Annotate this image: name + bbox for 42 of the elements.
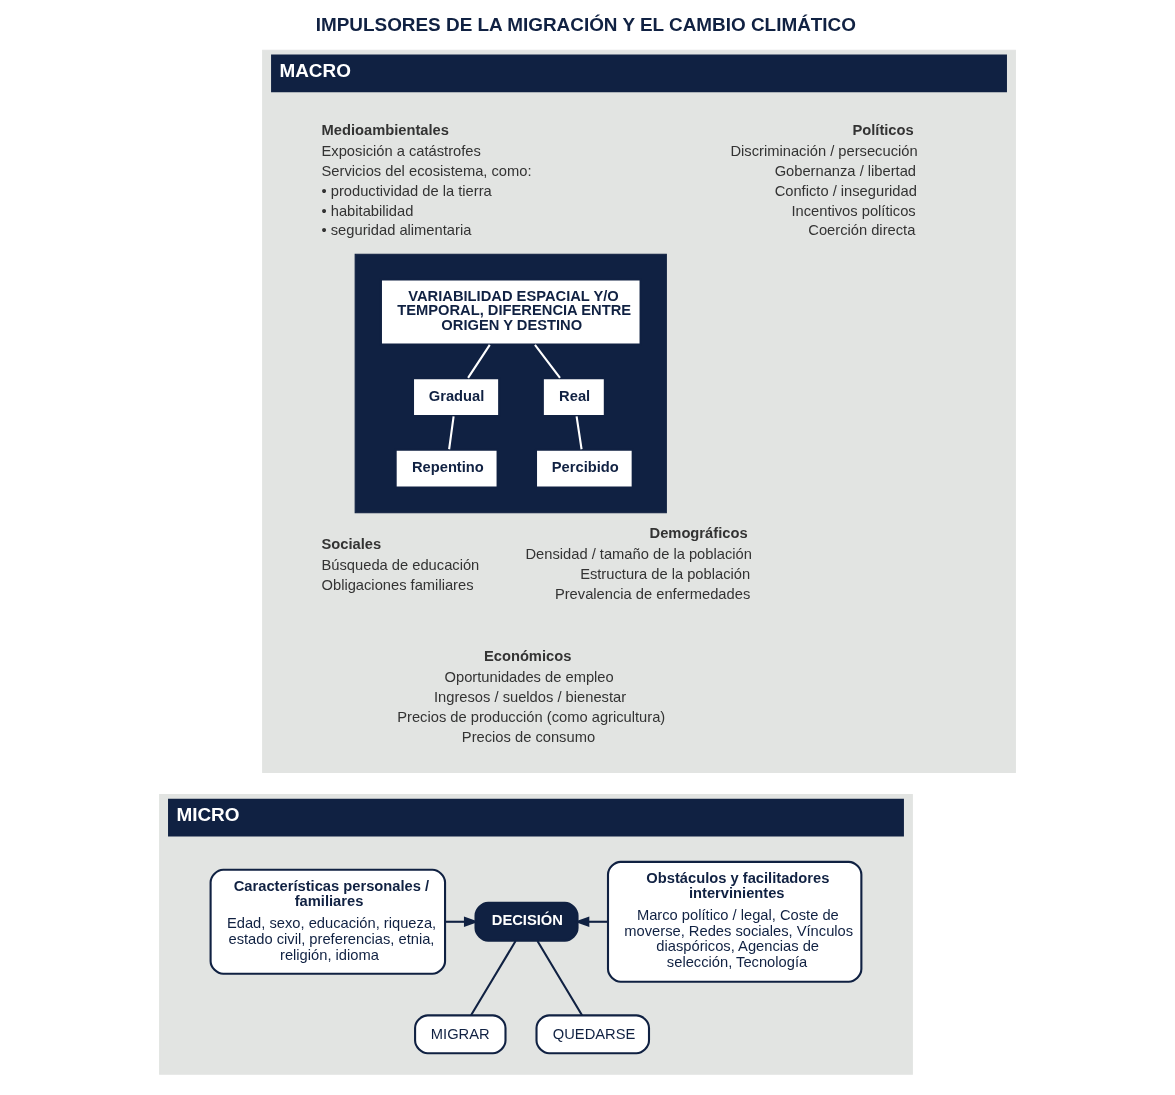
label: Económicos [483, 647, 572, 664]
node-box: VARIABILIDAD ESPACIAL Y/O TEMPORAL, DIFERENCIA ENTRE ORIGEN Y DESTINO [379, 278, 642, 346]
label: Servicios del ecosistema, como: [321, 162, 532, 179]
connector [470, 940, 517, 1016]
label: • habitabilidad [321, 202, 414, 219]
label: Políticos [852, 121, 914, 138]
label: Conficto / inseguridad [774, 182, 917, 199]
connector [575, 416, 583, 450]
node-box: Características personales / familiares Edad, sexo, educación, riqueza, estado civil, preferencias, etnia, religión, idioma [209, 868, 447, 975]
label: • seguridad alimentaria [321, 222, 472, 239]
label: Precios de producción (como agricultura) [397, 708, 666, 725]
label: Medioambientales [321, 121, 449, 138]
label: Precios de consumo [461, 728, 596, 745]
node-box: Real [541, 377, 606, 418]
cluster [354, 253, 667, 514]
node-box: Repentino [394, 448, 499, 489]
label: Prevalencia de enfermedades [554, 586, 751, 603]
label: Obligaciones familiares [321, 576, 474, 593]
diagram-title: IMPULSORES DE LA MIGRACIÓN Y EL CAMBIO CLIMÁTICO [315, 13, 856, 35]
label: Coerción directa [808, 222, 916, 239]
label: Estructura de la población [580, 566, 751, 583]
label: • productividad de la tierra [321, 182, 492, 199]
label: Discriminación / persecución [730, 142, 918, 159]
label: Gobernanza / libertad [774, 162, 917, 179]
node-box: Obstáculos y facilitadores intervinientes Marco político / legal, Coste de moverse, Redes sociales, Vínculos diaspóricos, Agencias de selección, Tecnología [606, 860, 863, 983]
node-box: MIGRAR [414, 1014, 507, 1055]
label: Incentivos políticos [791, 202, 916, 219]
label: Búsqueda de educación [321, 556, 480, 573]
node-box: Percibido [534, 448, 634, 489]
connector [536, 940, 583, 1016]
connector [448, 416, 455, 450]
label: Sociales [321, 535, 382, 552]
label: Ingresos / sueldos / bienestar [434, 688, 627, 705]
connector [534, 344, 561, 379]
node-box: DECISIÓN [474, 901, 579, 942]
label: Exposición a catástrofes [321, 142, 481, 159]
node-box: Gradual [411, 377, 501, 418]
node-box: QUEDARSE [535, 1014, 651, 1055]
connector [467, 344, 491, 379]
label: Demográficos [649, 525, 748, 542]
label: Densidad / tamaño de la población [525, 546, 752, 563]
label: Oportunidades de empleo [444, 668, 614, 685]
